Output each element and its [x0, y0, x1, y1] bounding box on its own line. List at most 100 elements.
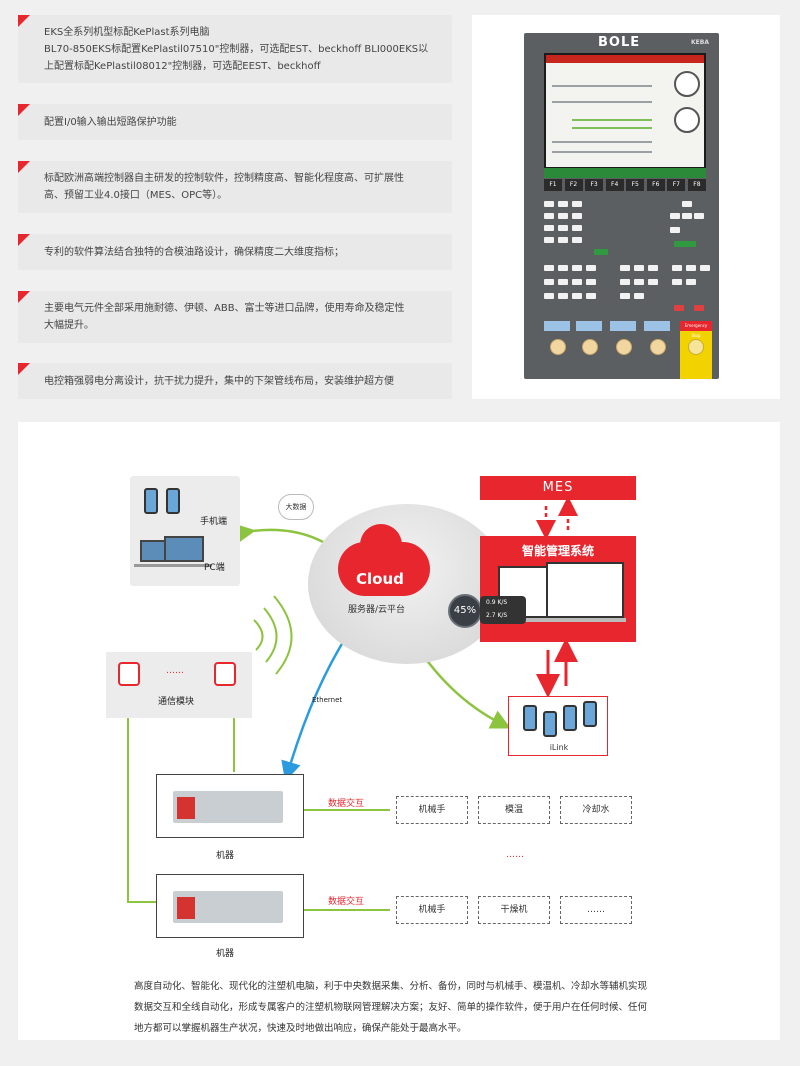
machine-panel — [177, 897, 195, 919]
arrow-key[interactable] — [670, 213, 680, 219]
f-key[interactable]: F6 — [646, 179, 665, 191]
keypad-key[interactable] — [558, 201, 568, 207]
mobile-label: 手机端 — [200, 517, 228, 527]
mode-key[interactable] — [544, 279, 554, 285]
feature-item: 配置I/0输入输出短路保护功能 — [18, 104, 452, 140]
stat-up: 0.9 K/S — [486, 599, 508, 606]
keypad-key[interactable] — [558, 237, 568, 243]
cloud-label: Cloud — [356, 570, 404, 588]
red-corner-icon — [18, 234, 30, 246]
mode-key[interactable] — [586, 265, 596, 271]
keypad-key[interactable] — [544, 225, 554, 231]
mode-key[interactable] — [620, 279, 630, 285]
module-dots: …… — [166, 666, 184, 676]
red-key[interactable] — [674, 305, 684, 311]
mode-key[interactable] — [586, 279, 596, 285]
green-key[interactable] — [594, 249, 608, 255]
mode-key[interactable] — [686, 265, 696, 271]
machine-label: 机器 — [216, 949, 235, 959]
keypad-key[interactable] — [558, 225, 568, 231]
mode-key[interactable] — [558, 265, 568, 271]
emergency-stop-label: Emergency Stop — [680, 321, 712, 338]
mode-key[interactable] — [586, 293, 596, 299]
mode-key[interactable] — [634, 293, 644, 299]
keypad-key[interactable] — [544, 213, 554, 219]
function-keys: F1 F2 F3 F4 F5 F6 F7 F8 — [544, 179, 706, 191]
mode-key[interactable] — [634, 279, 644, 285]
exchange-label: 数据交互 — [328, 799, 365, 809]
screen-line — [552, 101, 652, 103]
f-key[interactable]: F4 — [605, 179, 624, 191]
mode-key[interactable] — [648, 265, 658, 271]
f-key[interactable]: F7 — [667, 179, 686, 191]
screen-line — [572, 127, 652, 129]
management-system-box: 智能管理系统 — [480, 536, 636, 642]
arrow-key[interactable] — [682, 201, 692, 207]
mode-key[interactable] — [572, 293, 582, 299]
knob-icon[interactable] — [650, 339, 666, 355]
feature-item: 标配欧洲高端控制器自主研发的控制软件，控制精度高、智能化程度高、可扩展性 高、预… — [18, 161, 452, 213]
brand-logo: BOLE — [598, 35, 641, 50]
f-key[interactable]: F3 — [585, 179, 604, 191]
arrow-key[interactable] — [682, 213, 692, 219]
mode-key[interactable] — [558, 279, 568, 285]
injection-machine-icon — [173, 891, 283, 923]
description-text: 高度自动化、智能化、现代化的注塑机电脑，利于中央数据采集、分析、备份，同时与机械… — [134, 981, 648, 1034]
softkey-bar — [544, 168, 706, 178]
feature-item: 电控箱强弱电分离设计，抗干扰力提升，集中的下架管线布局，安装维护超方便 — [18, 363, 452, 399]
mode-key[interactable] — [620, 293, 630, 299]
mode-key[interactable] — [572, 279, 582, 285]
mode-key[interactable] — [634, 265, 644, 271]
mode-key[interactable] — [544, 265, 554, 271]
keypad-key[interactable] — [572, 237, 582, 243]
gauge-icon — [674, 107, 700, 133]
knob-icon[interactable] — [550, 339, 566, 355]
f-key[interactable]: F2 — [564, 179, 583, 191]
machine-box — [156, 874, 304, 938]
mode-key[interactable] — [686, 279, 696, 285]
screen-header-bar — [546, 55, 704, 63]
ilink-box: iLink — [508, 696, 608, 756]
laptop-base — [134, 564, 212, 567]
f-key[interactable]: F8 — [687, 179, 706, 191]
feature-line: EKS全系列机型标配KePlast系列电脑 — [44, 26, 210, 38]
esc-key[interactable] — [670, 227, 680, 233]
mode-key[interactable] — [648, 279, 658, 285]
screen-content — [546, 55, 704, 167]
device-box: 机械手 — [396, 796, 468, 824]
machine-box — [156, 774, 304, 838]
blue-pad — [576, 321, 602, 331]
feature-line: 大幅提升。 — [44, 320, 94, 331]
mode-key[interactable] — [572, 265, 582, 271]
controller-panel: BOLE KEBA F1 F2 F3 — [524, 33, 719, 379]
screen-line — [552, 151, 652, 153]
feature-line: BL70-850EKS标配置KePlastil07510"控制器，可选配EST、… — [44, 43, 429, 55]
knob-icon[interactable] — [616, 339, 632, 355]
keypad-key[interactable] — [572, 201, 582, 207]
mode-key[interactable] — [672, 279, 682, 285]
keypad-key[interactable] — [572, 225, 582, 231]
module-icon — [118, 662, 140, 686]
cloud-icon — [338, 524, 430, 596]
keypad-key[interactable] — [558, 213, 568, 219]
enter-key[interactable] — [674, 241, 696, 247]
knob-icon[interactable] — [582, 339, 598, 355]
arrow-key[interactable] — [694, 213, 704, 219]
f-key[interactable]: F1 — [544, 179, 562, 191]
mode-key[interactable] — [620, 265, 630, 271]
emergency-stop[interactable]: Emergency Stop — [680, 321, 712, 379]
feature-line: 标配欧洲高端控制器自主研发的控制软件，控制精度高、智能化程度高、可扩展性 — [44, 173, 404, 184]
keypad-key[interactable] — [544, 201, 554, 207]
mode-key[interactable] — [672, 265, 682, 271]
mode-key[interactable] — [700, 265, 710, 271]
screen-line — [552, 141, 652, 143]
f-key[interactable]: F5 — [626, 179, 645, 191]
keypad-key[interactable] — [544, 237, 554, 243]
mode-key[interactable] — [558, 293, 568, 299]
controller-screen — [544, 53, 706, 178]
keypad-key[interactable] — [572, 213, 582, 219]
red-key[interactable] — [694, 305, 704, 311]
estop-button-icon — [688, 339, 704, 355]
mode-key[interactable] — [544, 293, 554, 299]
